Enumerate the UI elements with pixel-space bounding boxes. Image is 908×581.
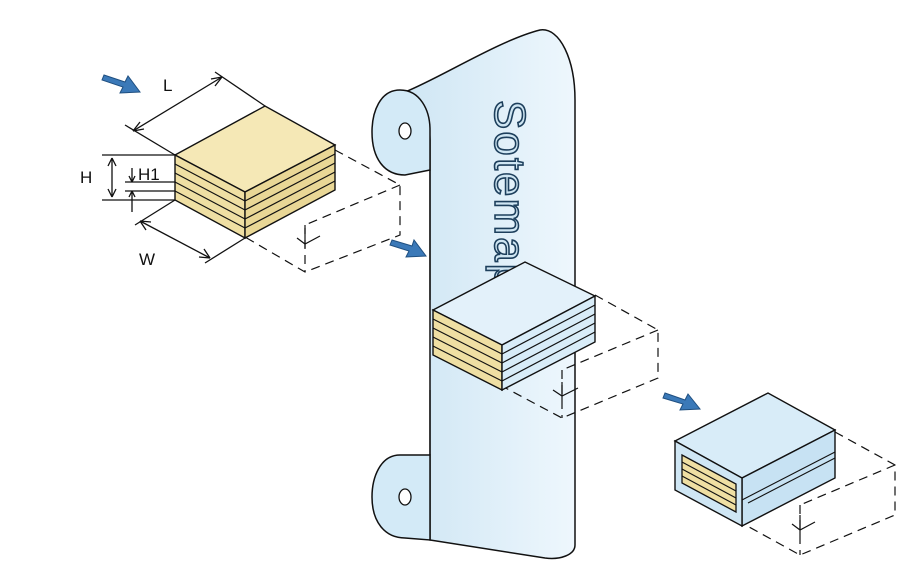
label-width: W (139, 250, 155, 269)
arrow-in-icon (101, 74, 141, 94)
input-stack (173, 105, 401, 273)
output-package (673, 392, 896, 556)
wrap-stack-side (501, 294, 596, 392)
label-sheet-height: H1 (138, 165, 160, 184)
dimension-lines (102, 71, 266, 264)
bottom-roll-hub (398, 488, 412, 506)
arrow-out-icon (662, 392, 702, 411)
top-roll-hub (398, 122, 412, 140)
output-axis-marker (791, 515, 816, 535)
output-sheets (681, 461, 737, 506)
label-height: H (80, 168, 92, 187)
input-axis-marker (296, 228, 321, 248)
label-length: L (163, 76, 172, 95)
wrapping-stack (431, 261, 659, 419)
input-stack-sheets (174, 153, 336, 229)
wrap-stack-sheets (432, 304, 596, 382)
arrow-down-icon (389, 238, 427, 258)
wrap-axis-marker (552, 382, 579, 400)
output-dashed-outline (739, 431, 896, 556)
input-stack-side (244, 143, 336, 240)
